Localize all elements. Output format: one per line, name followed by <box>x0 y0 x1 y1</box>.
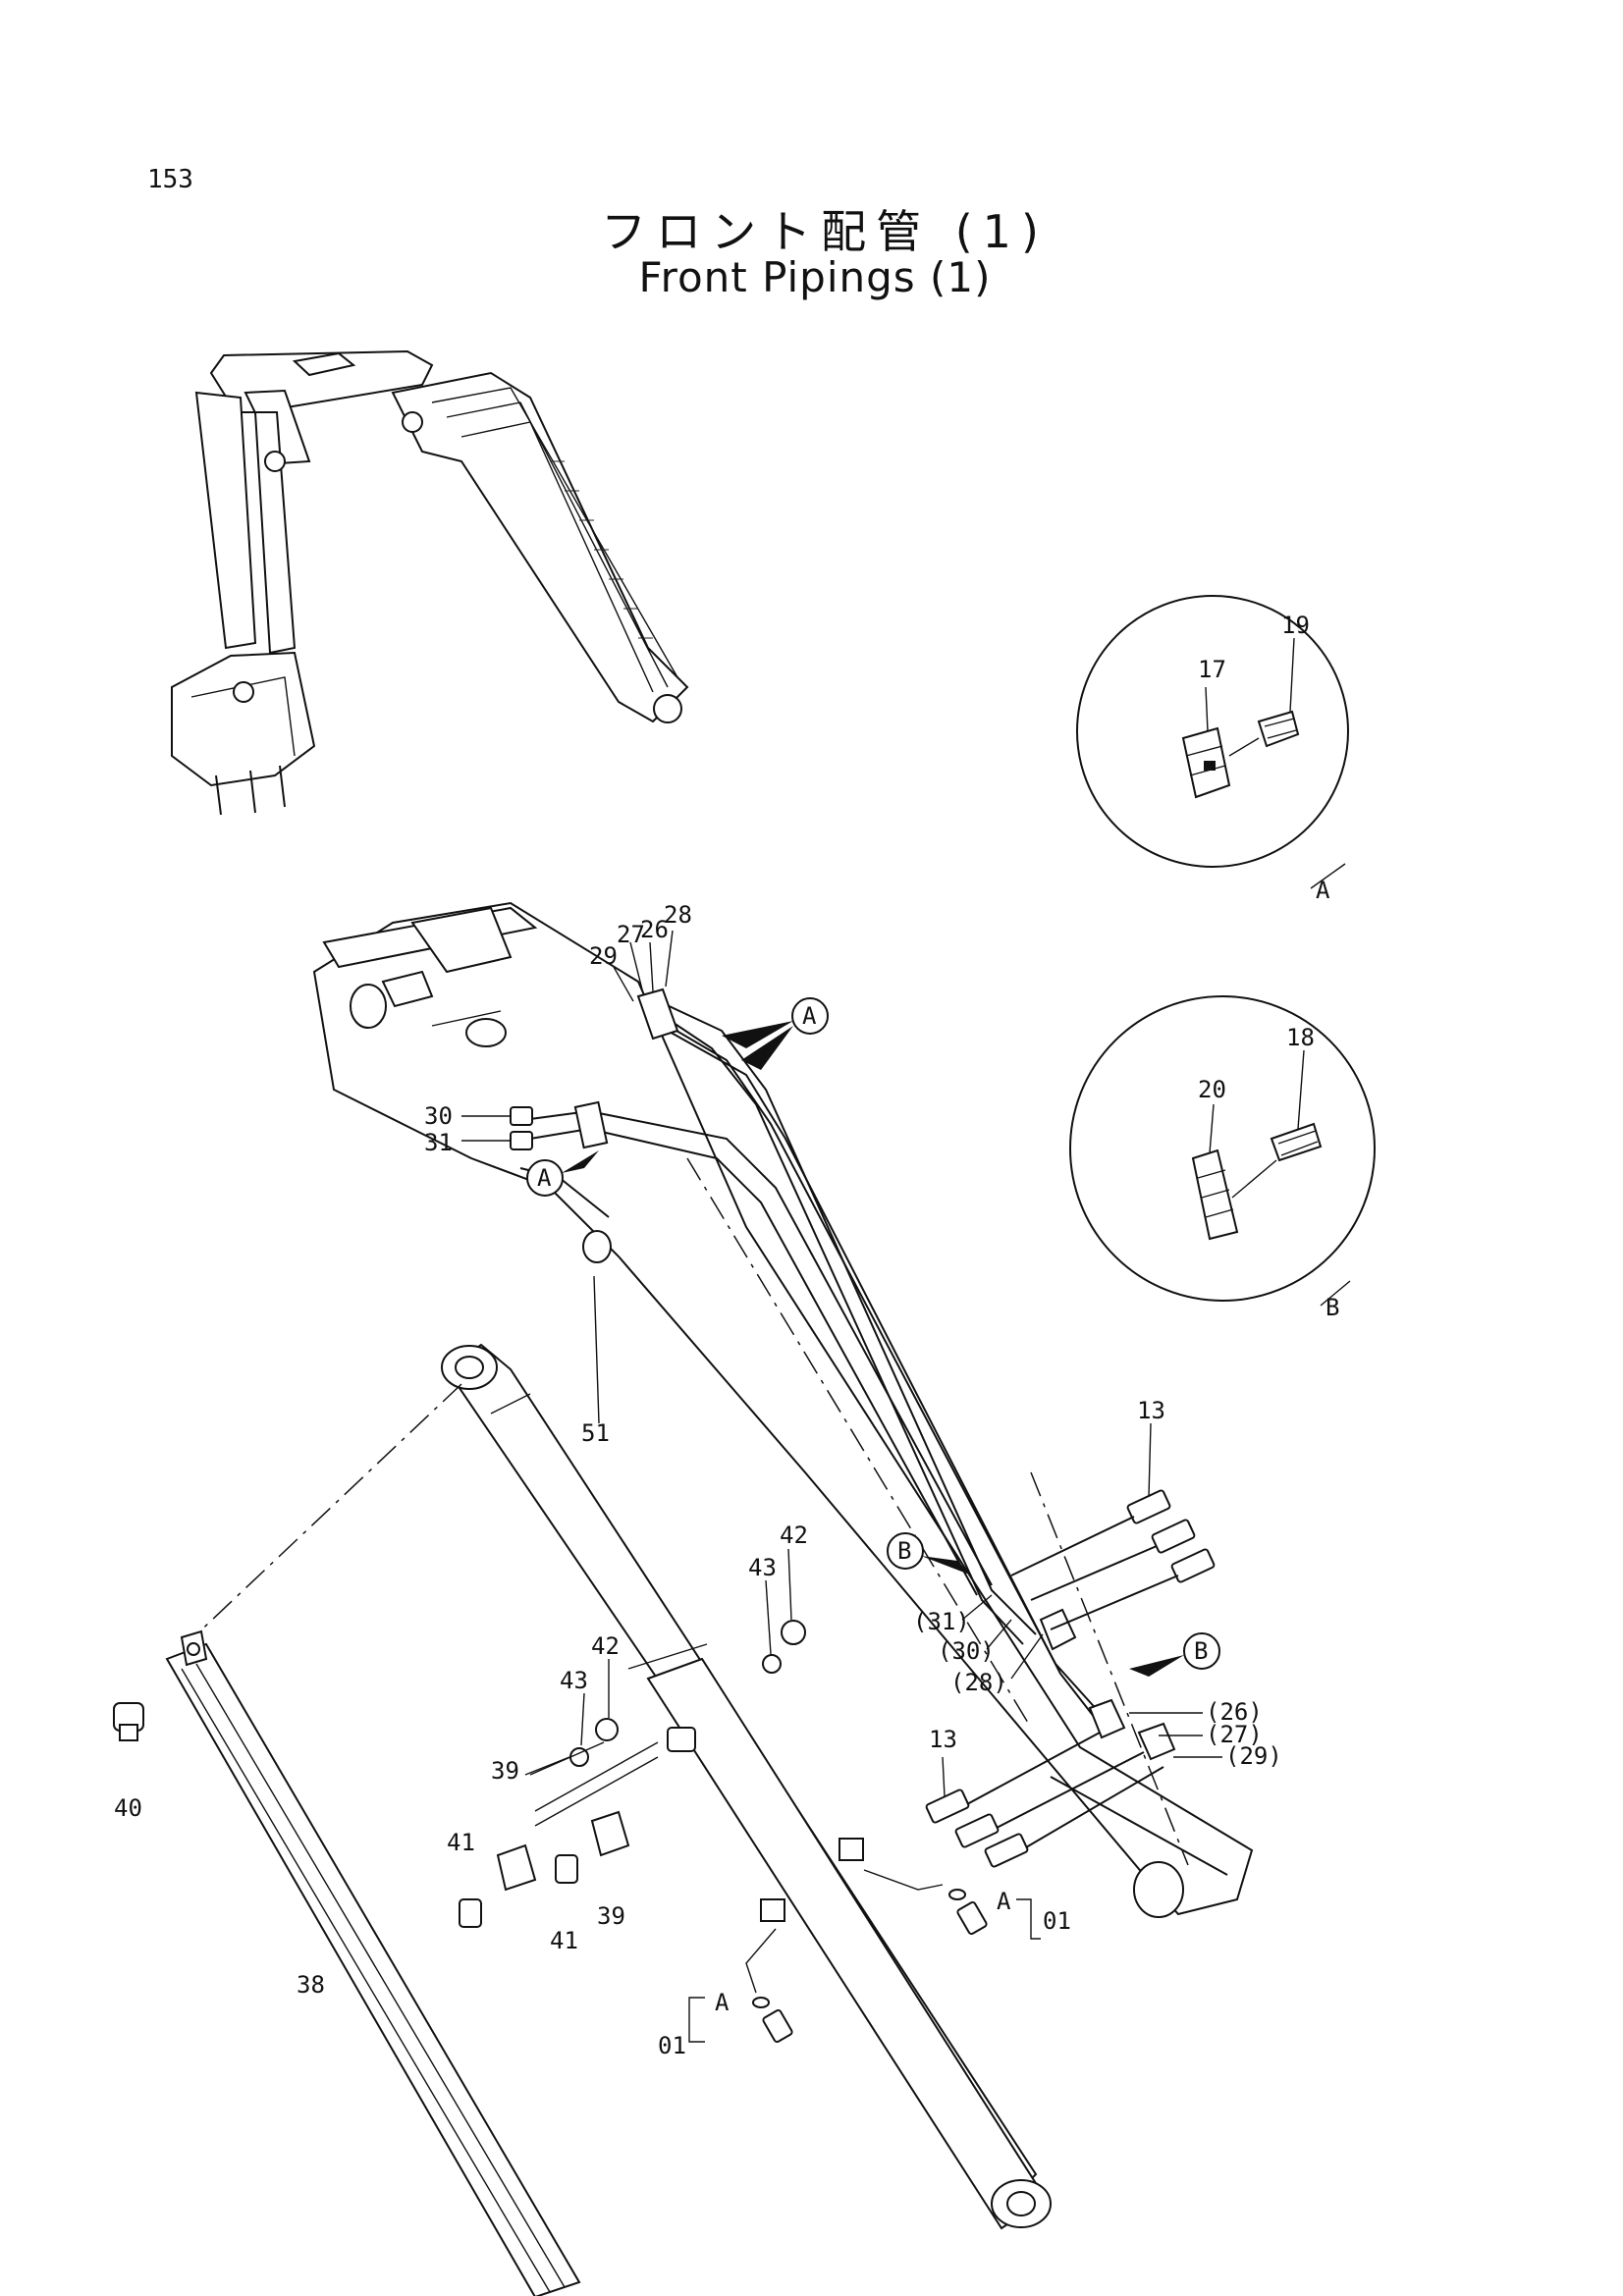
callout-13-upper: 13 <box>1137 1397 1165 1424</box>
callout-39-right: 39 <box>597 1902 625 1930</box>
page-number: 153 <box>147 165 193 194</box>
hose-fittings-30-31 <box>461 1106 533 1150</box>
piping-bundle <box>529 988 1176 1761</box>
hose-fittings-13-upper <box>1010 1422 1216 1630</box>
callout-51: 51 <box>581 1419 610 1447</box>
mark-b-right: B <box>1194 1637 1208 1665</box>
callout-43-upper: 43 <box>748 1554 777 1581</box>
detail-a-circle: 17 19 A <box>1076 595 1349 904</box>
boom-cylinder <box>190 1343 1052 2230</box>
mark-b-left: B <box>897 1537 911 1565</box>
callout-42-upper: 42 <box>780 1522 808 1549</box>
grease-mark-a-left: A <box>715 1989 730 2016</box>
callout-18: 18 <box>1286 1024 1315 1051</box>
callout-39-left: 39 <box>491 1757 519 1785</box>
page-title-japanese: フロント配管 (1) <box>601 205 1049 258</box>
page-title-english: Front Pipings (1) <box>638 253 992 301</box>
ref-27: (27) <box>1206 1721 1263 1748</box>
ref-31: (31) <box>913 1608 970 1635</box>
mark-a-lower: A <box>537 1164 552 1192</box>
detail-a-letter: A <box>1316 877 1330 904</box>
callout-43-middle: 43 <box>560 1667 588 1694</box>
callout-31: 31 <box>424 1129 453 1156</box>
callout-41-right: 41 <box>550 1927 578 1954</box>
callout-01-left: 01 <box>658 2032 686 2059</box>
callout-28: 28 <box>664 901 692 929</box>
callout-29: 29 <box>589 942 618 970</box>
leader-lines <box>524 930 1222 2043</box>
callout-30: 30 <box>424 1102 453 1130</box>
cylinder-cover <box>165 1629 581 2296</box>
excavator-front-overview <box>171 349 689 816</box>
grease-mark-a-right: A <box>997 1888 1011 1915</box>
ref-29: (29) <box>1225 1742 1282 1770</box>
callout-41-left: 41 <box>447 1829 475 1856</box>
boom-body <box>312 901 1254 1918</box>
callout-01-right: 01 <box>1043 1907 1071 1935</box>
callout-17: 17 <box>1198 656 1226 683</box>
detail-b-letter: B <box>1325 1294 1339 1321</box>
callout-40: 40 <box>114 1794 142 1822</box>
callout-26: 26 <box>640 916 669 943</box>
ref-30: (30) <box>938 1637 995 1665</box>
callout-42-middle: 42 <box>591 1632 620 1660</box>
detail-b-circle: 20 18 B <box>1069 995 1376 1321</box>
ref-26: (26) <box>1206 1698 1263 1726</box>
callout-19: 19 <box>1281 612 1310 639</box>
callout-27: 27 <box>617 921 645 948</box>
hose-fittings-13-lower <box>925 1732 1164 1868</box>
ref-28: (28) <box>950 1669 1007 1696</box>
callout-38: 38 <box>297 1971 325 1999</box>
reference-marks <box>526 997 1220 1677</box>
callout-13-lower: 13 <box>929 1726 957 1753</box>
callout-20: 20 <box>1198 1076 1226 1103</box>
mark-a-upper: A <box>802 1002 817 1030</box>
small-hardware <box>113 1620 988 2044</box>
